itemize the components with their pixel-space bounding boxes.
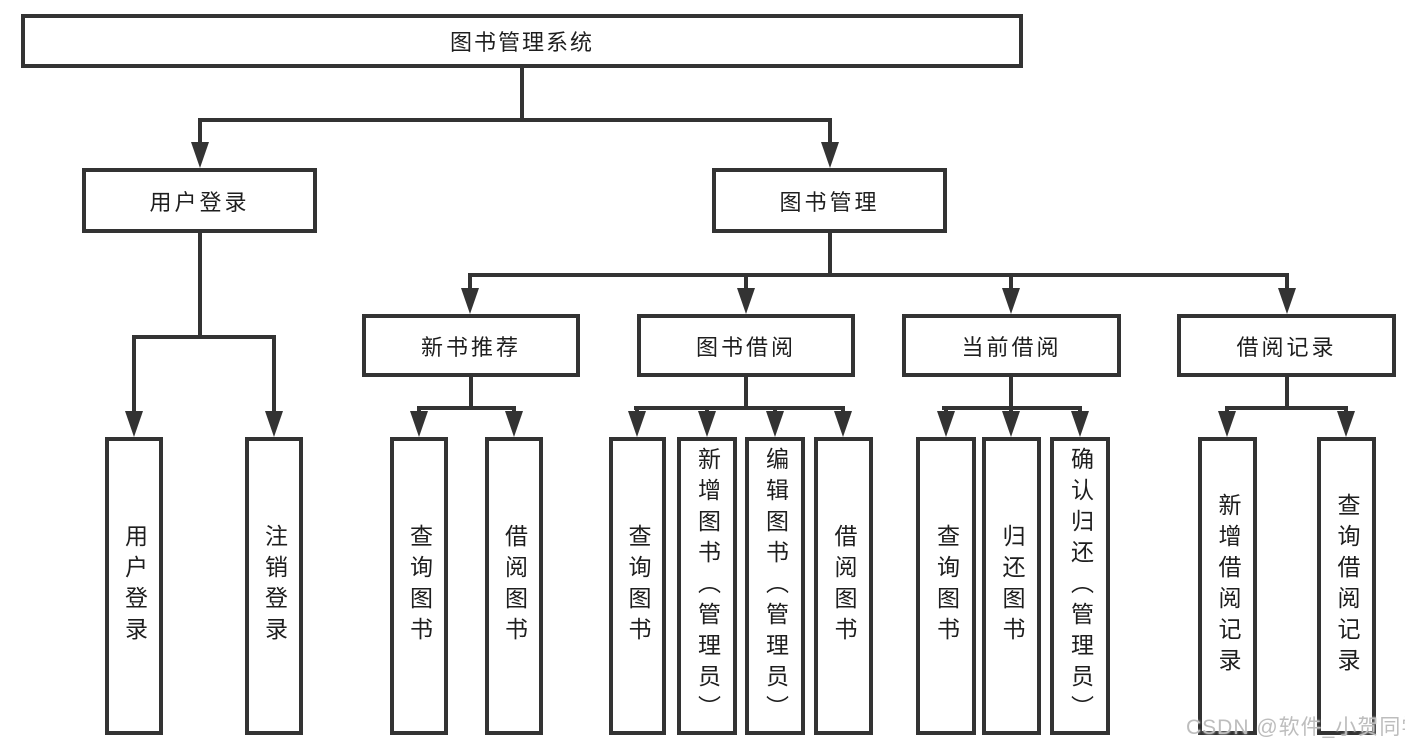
arrow-down-icon — [191, 142, 209, 168]
leaf-label: 查询图书 — [625, 524, 651, 648]
arrow-down-icon — [410, 411, 428, 437]
leaf-borrow-books-recommend: 借阅图书 — [485, 437, 543, 735]
connector-line — [744, 377, 748, 406]
connector-line — [1285, 377, 1289, 406]
arrow-down-icon — [461, 288, 479, 314]
leaf-label: 查询图书 — [933, 524, 960, 648]
csdn-watermark: CSDN @软件_小贺同学 — [1186, 716, 1405, 739]
connector-line — [841, 406, 845, 412]
arrow-down-icon — [1278, 288, 1296, 314]
arrow-down-icon — [1071, 411, 1089, 437]
leaf-add-book-admin: 新增图书（管理员） — [677, 437, 737, 735]
connector-line — [132, 335, 136, 411]
leaf-label: 查询图书 — [406, 524, 433, 648]
node-current-borrow: 当前借阅 — [902, 314, 1121, 377]
leaf-query-books-current: 查询图书 — [916, 437, 976, 735]
connector-line — [944, 406, 948, 412]
connector-line — [634, 406, 845, 410]
connector-line — [198, 118, 202, 146]
leaf-query-books-borrow: 查询图书 — [609, 437, 666, 735]
node-new-book-recommend: 新书推荐 — [362, 314, 580, 377]
node-book-management: 图书管理 — [712, 168, 947, 233]
arrow-down-icon — [1218, 411, 1236, 437]
arrow-down-icon — [628, 411, 646, 437]
leaf-return-book: 归还图书 — [982, 437, 1041, 735]
leaf-borrow-books: 借阅图书 — [814, 437, 873, 735]
arrow-down-icon — [821, 142, 839, 168]
connector-line — [1078, 406, 1082, 412]
connector-line — [512, 406, 516, 412]
leaf-label: 借阅图书 — [501, 524, 528, 648]
arrow-down-icon — [1002, 411, 1020, 437]
arrow-down-icon — [505, 411, 523, 437]
node-user-login: 用户登录 — [82, 168, 317, 233]
connector-line — [1344, 406, 1348, 412]
arrow-down-icon — [937, 411, 955, 437]
node-borrow-records: 借阅记录 — [1177, 314, 1396, 377]
node-book-borrow: 图书借阅 — [637, 314, 855, 377]
arrow-down-icon — [1002, 288, 1020, 314]
connector-line — [469, 377, 473, 406]
leaf-query-borrow-record: 查询借阅记录 — [1317, 437, 1376, 735]
connector-line — [198, 118, 832, 122]
connector-line — [1225, 406, 1348, 410]
arrow-down-icon — [265, 411, 283, 437]
connector-line — [635, 406, 639, 412]
connector-line — [468, 273, 472, 289]
leaf-label: 归还图书 — [999, 524, 1025, 648]
connector-line — [1009, 273, 1013, 289]
arrow-down-icon — [125, 411, 143, 437]
connector-line — [1285, 273, 1289, 289]
node-root: 图书管理系统 — [21, 14, 1023, 68]
connector-line — [520, 68, 524, 118]
connector-line — [132, 335, 276, 339]
leaf-label: 新增图书（管理员） — [694, 446, 721, 726]
leaf-logout: 注销登录 — [245, 437, 303, 735]
connector-line — [1009, 377, 1013, 406]
leaf-label: 注销登录 — [261, 524, 288, 648]
connector-line — [773, 406, 777, 412]
leaf-label: 借阅图书 — [831, 524, 857, 648]
arrow-down-icon — [766, 411, 784, 437]
arrow-down-icon — [698, 411, 716, 437]
arrow-down-icon — [834, 411, 852, 437]
connector-line — [417, 406, 516, 410]
arrow-down-icon — [1337, 411, 1355, 437]
leaf-confirm-return-admin: 确认归还（管理员） — [1050, 437, 1110, 735]
leaf-label: 编辑图书（管理员） — [762, 446, 789, 726]
leaf-user-login: 用户登录 — [105, 437, 163, 735]
connector-line — [1009, 406, 1013, 412]
leaf-label: 查询借阅记录 — [1334, 493, 1360, 679]
connector-line — [744, 273, 748, 289]
leaf-query-books-recommend: 查询图书 — [390, 437, 448, 735]
connector-line — [417, 406, 421, 412]
connector-line — [198, 233, 202, 335]
arrow-down-icon — [737, 288, 755, 314]
leaf-add-borrow-record: 新增借阅记录 — [1198, 437, 1257, 735]
connector-line — [272, 335, 276, 411]
connector-line — [828, 233, 832, 273]
connector-line — [1225, 406, 1229, 412]
connector-line — [468, 273, 1289, 277]
leaf-label: 新增借阅记录 — [1215, 493, 1241, 679]
connector-line — [828, 118, 832, 146]
connector-line — [705, 406, 709, 412]
leaf-edit-book-admin: 编辑图书（管理员） — [745, 437, 805, 735]
leaf-label: 用户登录 — [121, 524, 148, 648]
leaf-label: 确认归还（管理员） — [1067, 446, 1094, 726]
